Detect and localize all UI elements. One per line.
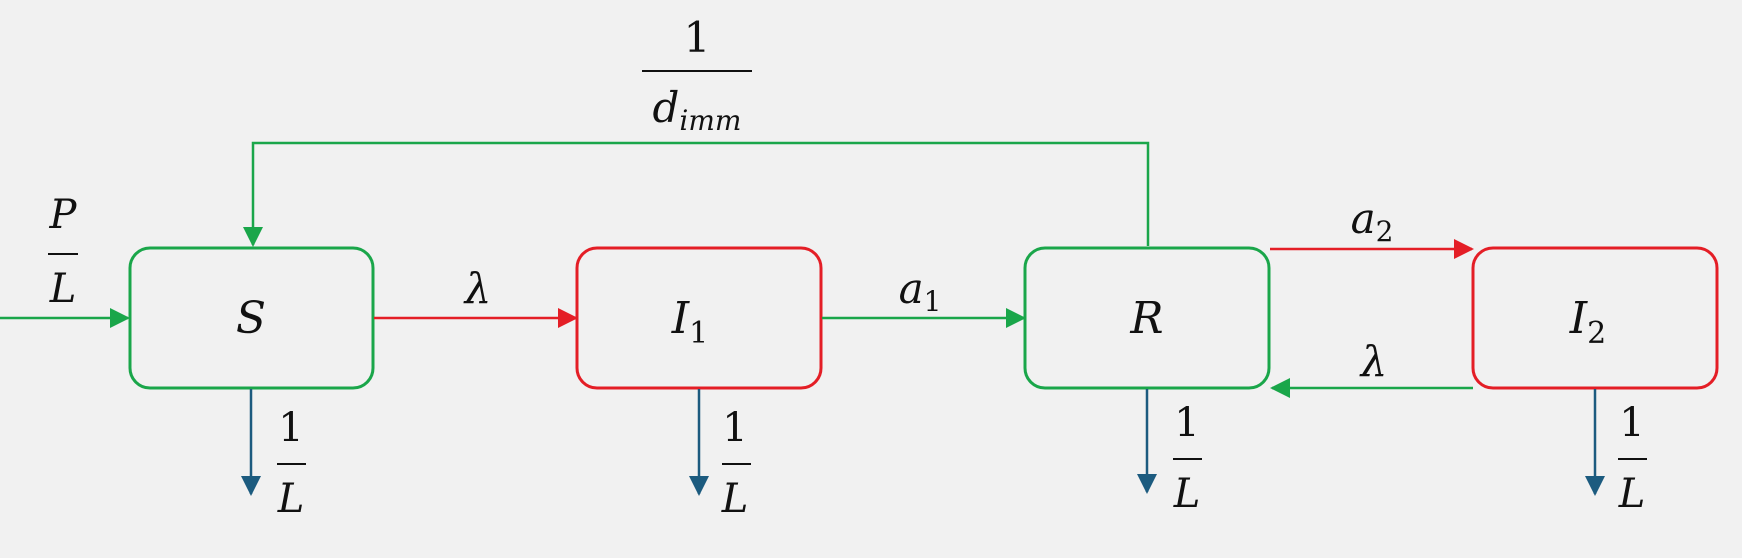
immunity-loss-arrow [243, 141, 1150, 247]
compartment-label-R: R [1129, 293, 1163, 344]
svg-text:L: L [1173, 471, 1201, 517]
recovery-rate-label-I1-R: a1 [899, 264, 942, 318]
compartment-box-S [128, 246, 375, 390]
recovery-rate-label-I2-R: λ [1359, 337, 1388, 386]
inflow-rate-label: P L [48, 192, 78, 312]
svg-text:L: L [1618, 471, 1646, 517]
svg-text:1: 1 [1174, 400, 1199, 446]
immunity-loss-rate-label: 1 dimm [642, 13, 752, 137]
compartment-label-I1: I1 [671, 293, 708, 351]
compartment-label-S: S [236, 293, 266, 344]
compartment-box-I2 [1471, 246, 1719, 390]
svg-text:dimm: dimm [653, 83, 742, 137]
infection-rate-label-S-I1: λ [463, 264, 492, 313]
svg-text:L: L [49, 266, 77, 312]
svg-text:L: L [721, 476, 749, 522]
svg-text:1: 1 [684, 13, 711, 62]
death-rate-label-S: 1 L [277, 405, 306, 522]
compartment-label-I2: I2 [1569, 293, 1606, 351]
svg-text:L: L [277, 476, 305, 522]
infection-rate-label-R-I2: a2 [1351, 194, 1394, 248]
svg-text:1: 1 [278, 405, 303, 451]
svg-text:P: P [49, 192, 78, 238]
death-rate-label-I2: 1 L [1618, 400, 1647, 517]
death-rate-label-R: 1 L [1173, 400, 1202, 517]
death-rate-label-I1: 1 L [721, 405, 751, 522]
svg-text:1: 1 [1619, 400, 1644, 446]
svg-text:1: 1 [722, 405, 747, 451]
